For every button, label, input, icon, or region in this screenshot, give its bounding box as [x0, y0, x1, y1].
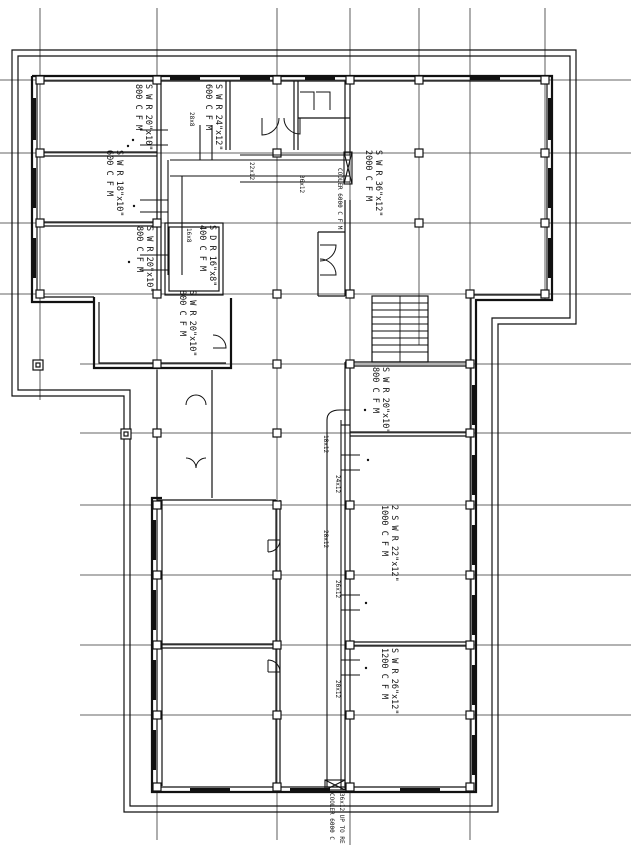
label-sdr-16x8: S D R 16"x8" [207, 225, 217, 286]
label-note-bottom: 36x12 UP TO RE [338, 793, 345, 844]
duct-labels: 28x8 22x12 36x12 16x8 18x12 24x12 28x12 … [185, 112, 341, 698]
column [272, 148, 282, 158]
duct-label-26x12: 26x12 [334, 580, 341, 598]
column [123, 431, 129, 437]
label-cfm-1000: 1000 C F M [379, 505, 389, 556]
column [272, 640, 282, 650]
column [540, 75, 550, 85]
staircase [371, 295, 429, 363]
duct-label-28x8: 28x8 [188, 112, 195, 127]
label-cfm-800-d: 800 C F M [370, 367, 380, 413]
duct-label-24x12: 24x12 [334, 475, 341, 493]
column [152, 359, 162, 369]
column [345, 500, 355, 510]
column [540, 218, 550, 228]
label-cooler-top: COOLER 6000 C F M [336, 168, 343, 230]
column [414, 75, 424, 85]
duct-label-18x12: 18x12 [322, 435, 329, 453]
column [152, 570, 162, 580]
label-swr-20x10-c: S W R 20"x10" [187, 290, 197, 357]
column [152, 75, 162, 85]
column [152, 218, 162, 228]
grid-lines [0, 8, 631, 845]
doors [185, 91, 337, 673]
label-swr-24x12: S W R 24"x12" [213, 84, 223, 151]
column [152, 782, 162, 792]
column [540, 289, 550, 299]
duct-label-36x12: 36x12 [298, 175, 305, 193]
column [345, 640, 355, 650]
column [272, 782, 282, 792]
column [345, 289, 355, 299]
duct-label-22x12: 22x12 [248, 162, 255, 180]
label-cfm-1200: 1200 C F M [379, 648, 389, 699]
column [345, 75, 355, 85]
column [540, 148, 550, 158]
label-cfm-600-b: 600 C F M [104, 150, 114, 196]
label-cfm-800-a: 800 C F M [133, 84, 143, 130]
column [465, 782, 475, 792]
duct-label-28x12: 28x12 [322, 530, 329, 548]
label-cfm-2000: 2000 C F M [363, 150, 373, 201]
duct-label-20x12: 20x12 [334, 680, 341, 698]
label-cfm-800-c: 800 C F M [177, 290, 187, 336]
column [345, 359, 355, 369]
column [152, 428, 162, 438]
column [345, 710, 355, 720]
column [414, 218, 424, 228]
equipment-labels: COOLER 6000 C F M COOLER 6000 C 36x12 UP… [328, 168, 345, 844]
column [465, 570, 475, 580]
column [272, 75, 282, 85]
column [272, 570, 282, 580]
structural-columns [32, 75, 550, 792]
column [152, 289, 162, 299]
interior-walls [37, 81, 471, 786]
room-labels: S W R 20"x10" 800 C F M S W R 24"x12" 60… [104, 84, 399, 715]
column [35, 148, 45, 158]
column [272, 500, 282, 510]
label-swr-20x10-b: S W R 20"x10" [144, 226, 154, 293]
label-swr-36x12: S W R 36"x12" [373, 150, 383, 217]
label-cooler-bottom: COOLER 6000 C [328, 793, 335, 840]
column [152, 640, 162, 650]
column [465, 359, 475, 369]
duct-label-16x8: 16x8 [185, 228, 192, 243]
column [35, 75, 45, 85]
column [465, 289, 475, 299]
plinth-outline [11, 49, 577, 813]
column [35, 362, 41, 368]
ductwork [126, 125, 370, 791]
column [465, 500, 475, 510]
column [35, 289, 45, 299]
column [414, 148, 424, 158]
label-cfm-400: 400 C F M [197, 225, 207, 271]
column [272, 359, 282, 369]
label-cfm-800-b: 800 C F M [134, 226, 144, 272]
label-swr-20x10-d: S W R 20"x10" [380, 367, 390, 434]
label-swr-22x12-2: 2 S W R 22"x12" [389, 505, 399, 582]
column [152, 710, 162, 720]
column [345, 570, 355, 580]
column [465, 640, 475, 650]
column [465, 710, 475, 720]
label-swr-20x10-a: S W R 20"x10" [143, 84, 153, 151]
column [465, 428, 475, 438]
column [272, 289, 282, 299]
label-swr-26x12: S W R 26"x12" [389, 648, 399, 715]
windows [33, 77, 551, 791]
column [35, 218, 45, 228]
column [272, 710, 282, 720]
column [345, 782, 355, 792]
label-cfm-600-a: 600 C F M [203, 84, 213, 130]
label-swr-18x10: S W R 18"x10" [114, 150, 124, 217]
column [152, 500, 162, 510]
column [272, 428, 282, 438]
